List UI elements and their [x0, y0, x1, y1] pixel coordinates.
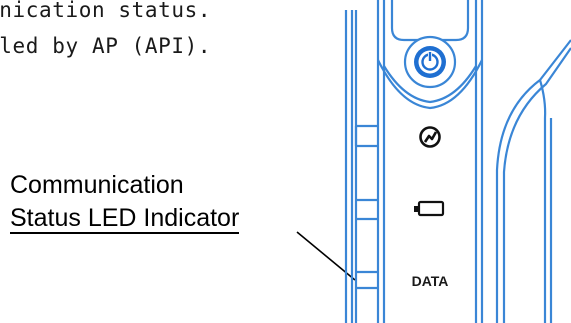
description-line-2: lled by AP (API). [0, 34, 212, 58]
battery-icon [414, 200, 445, 217]
callout-label-line-2: Status LED Indicator [10, 204, 240, 234]
data-led-label: DATA [412, 273, 449, 289]
description-line-1: unication status. [0, 0, 212, 22]
callout-label-line-1: Communication [10, 171, 184, 199]
power-button [403, 35, 457, 89]
signal-icon [419, 126, 441, 148]
device-body [344, 0, 571, 323]
